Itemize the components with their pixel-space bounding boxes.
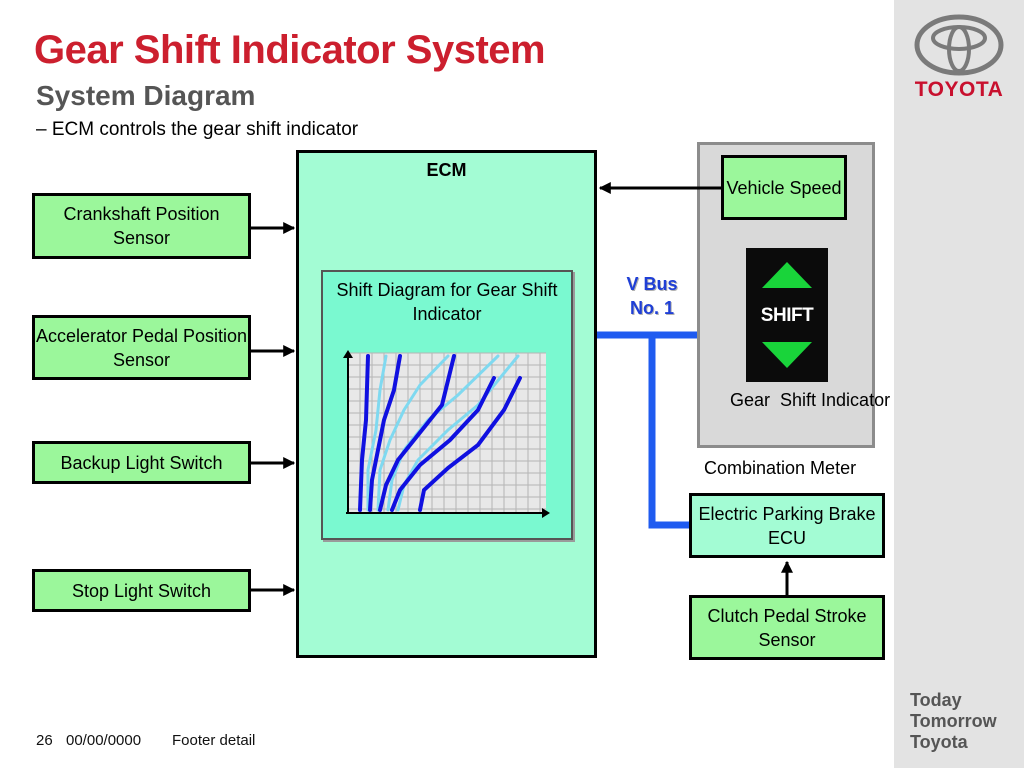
- shift-diagram-graph: [343, 350, 550, 518]
- crankshaft-sensor-box: Crankshaft Position Sensor: [32, 193, 251, 259]
- brand-name: TOYOTA: [914, 78, 1004, 101]
- footer-detail: Footer detail: [172, 732, 256, 749]
- shift-diagram-label: Shift Diagram for Gear Shift Indicator: [336, 280, 558, 324]
- brand-sidebar: [894, 0, 1024, 768]
- indicator-text: SHIFT: [760, 305, 814, 326]
- vbus-branch-line: [648, 335, 689, 529]
- slogan-line: Tomorrow: [910, 711, 997, 731]
- box-label: Clutch Pedal Stroke Sensor: [707, 605, 867, 650]
- stop-light-switch-box: Stop Light Switch: [32, 569, 251, 612]
- box-label: Backup Light Switch: [60, 452, 223, 473]
- bullet-point: – ECM controls the gear shift indicator: [36, 119, 359, 140]
- backup-light-switch-box: Backup Light Switch: [32, 441, 251, 484]
- vbus-label: V Bus No. 1: [626, 274, 678, 318]
- footer-page-number: 26: [36, 732, 53, 749]
- footer-date: 00/00/0000: [66, 732, 142, 749]
- shift-arrows-icon: [762, 262, 812, 368]
- slogan-line: Today: [910, 690, 962, 710]
- ecm-label: ECM: [426, 160, 467, 180]
- epb-ecu-box: Electric Parking Brake ECU: [689, 493, 885, 558]
- toyota-logo-icon: [914, 14, 1004, 76]
- slogan: Today Tomorrow Toyota: [910, 690, 997, 753]
- page-title: Gear Shift Indicator System: [34, 28, 546, 72]
- box-label: Accelerator Pedal Position Sensor: [35, 325, 248, 370]
- box-label: Electric Parking Brake ECU: [698, 503, 876, 548]
- box-label: Crankshaft Position Sensor: [63, 204, 220, 248]
- slogan-line: Toyota: [910, 732, 968, 752]
- box-label: Vehicle Speed: [726, 177, 842, 198]
- clutch-sensor-box: Clutch Pedal Stroke Sensor: [689, 595, 885, 660]
- page-subtitle: System Diagram: [36, 80, 256, 111]
- box-label: Stop Light Switch: [71, 580, 212, 601]
- vehicle-speed-box: Vehicle Speed: [721, 155, 847, 220]
- accelerator-sensor-box: Accelerator Pedal Position Sensor: [32, 315, 251, 380]
- combination-meter-label: Combination Meter: [704, 458, 857, 478]
